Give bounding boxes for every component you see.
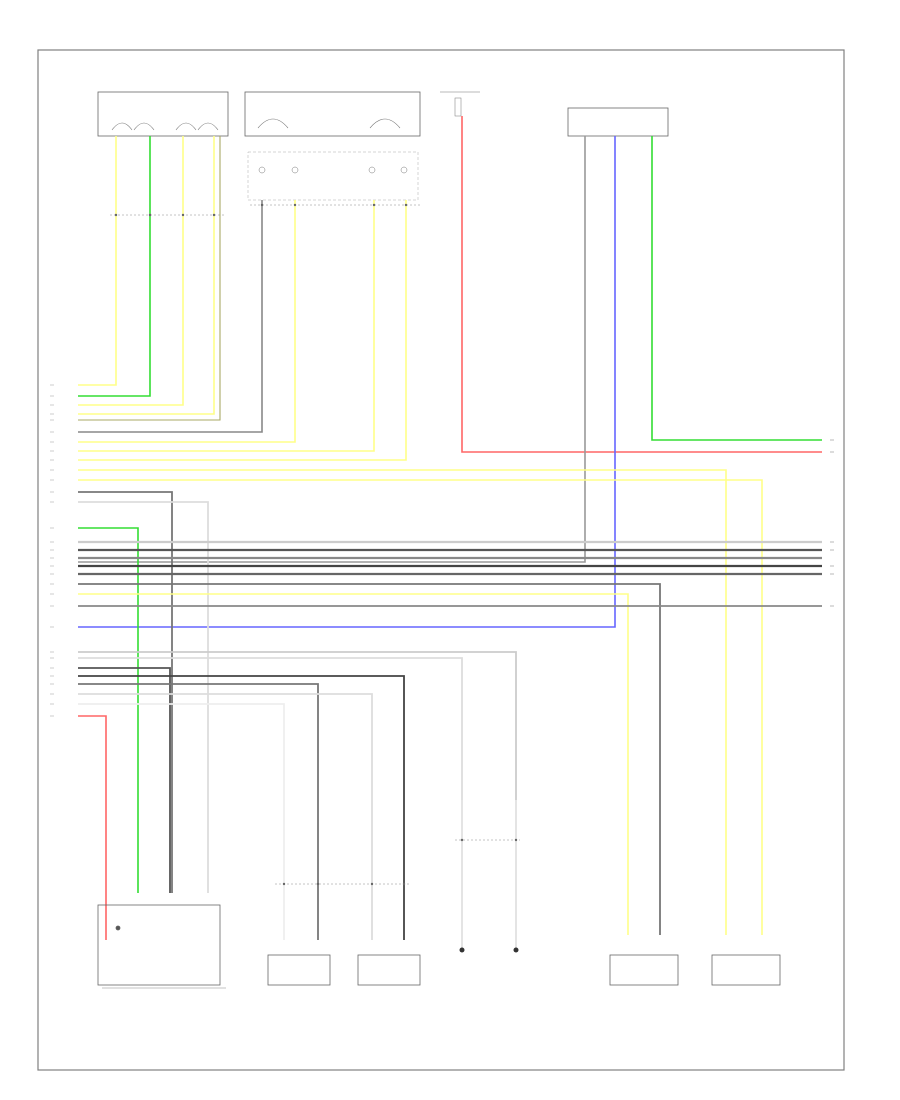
right-front-sensor-box: [357, 954, 421, 986]
lower-bus: [78, 651, 517, 940]
horizontal-bus: [78, 469, 822, 935]
terminal: [400, 166, 408, 174]
junction-rows: [110, 204, 520, 885]
terminal: [291, 166, 299, 174]
curtain-sensor-right-box: [711, 954, 781, 986]
sensor-symbols: [111, 122, 219, 131]
terminal-dots: [114, 203, 518, 886]
left-pin-ticks: [50, 384, 54, 717]
ground-symbols: [459, 947, 519, 953]
left-front-sensor-box: [267, 954, 331, 986]
connector-block: [247, 151, 419, 201]
terminal: [258, 166, 266, 174]
diagram-frame: [37, 49, 845, 1071]
right-terminal-ticks: [830, 439, 834, 607]
bottom-components: [97, 904, 781, 989]
top-vertical-wires: [78, 116, 822, 628]
ground-icon: [513, 947, 519, 953]
buckle-sensor-box: [97, 904, 221, 986]
curtain-sensor-left-box: [609, 954, 679, 986]
lower-vertical-wires: [461, 800, 517, 950]
second-sensor-symbols: [257, 118, 401, 129]
ground-icon: [459, 947, 465, 953]
second-sensor-box: [244, 91, 421, 137]
fuse-icon: [454, 97, 462, 117]
terminal: [368, 166, 376, 174]
top-right-module: [567, 107, 669, 137]
passenger-sensor-box: [97, 91, 229, 137]
top-components: [97, 91, 669, 201]
